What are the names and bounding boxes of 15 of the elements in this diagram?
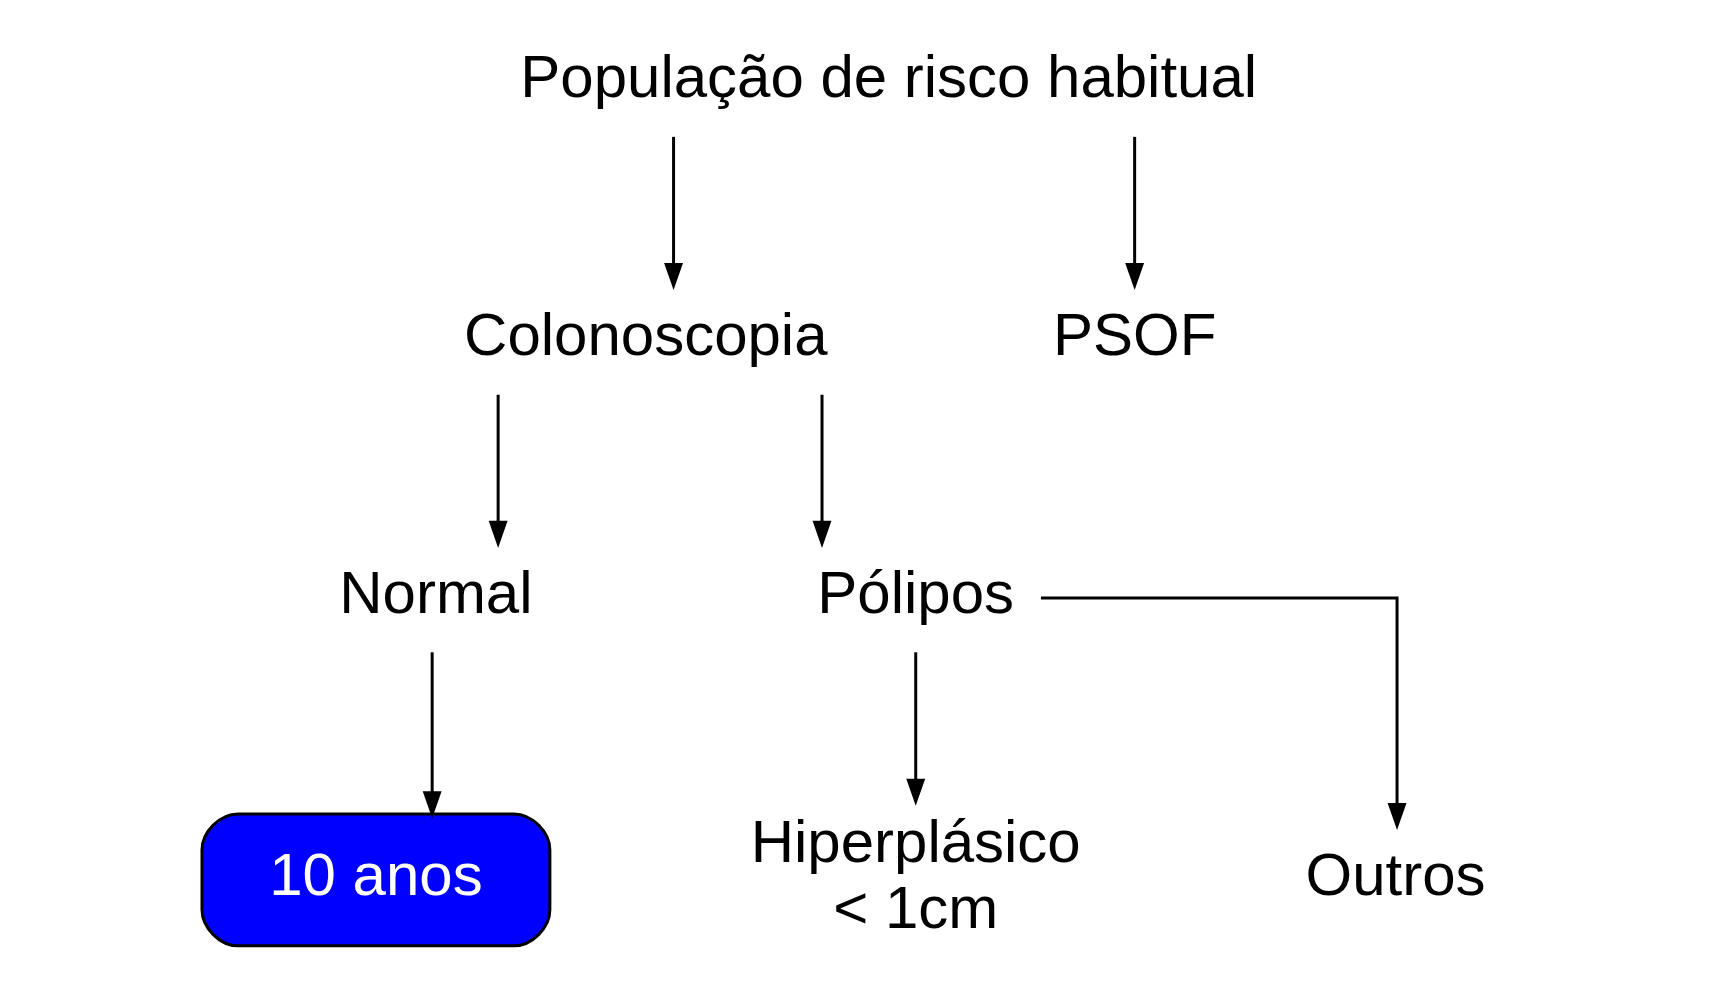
node-text: Pólipos <box>817 558 1015 626</box>
node-text: Colonoscopia <box>464 301 828 369</box>
node-text: Outros <box>1305 840 1486 908</box>
arrow <box>664 136 684 290</box>
node-text: PSOF <box>1053 301 1217 369</box>
arrow <box>906 652 926 806</box>
node-box: 10 anos <box>200 812 552 948</box>
node-text: Hiperplásico < 1cm <box>750 807 1081 941</box>
arrow <box>488 394 508 548</box>
arrow <box>422 652 442 819</box>
arrow <box>1040 596 1407 831</box>
arrow <box>812 394 832 548</box>
arrow <box>1125 136 1145 290</box>
node-text: População de risco habitual <box>520 43 1258 111</box>
node-text: Normal <box>339 558 533 626</box>
